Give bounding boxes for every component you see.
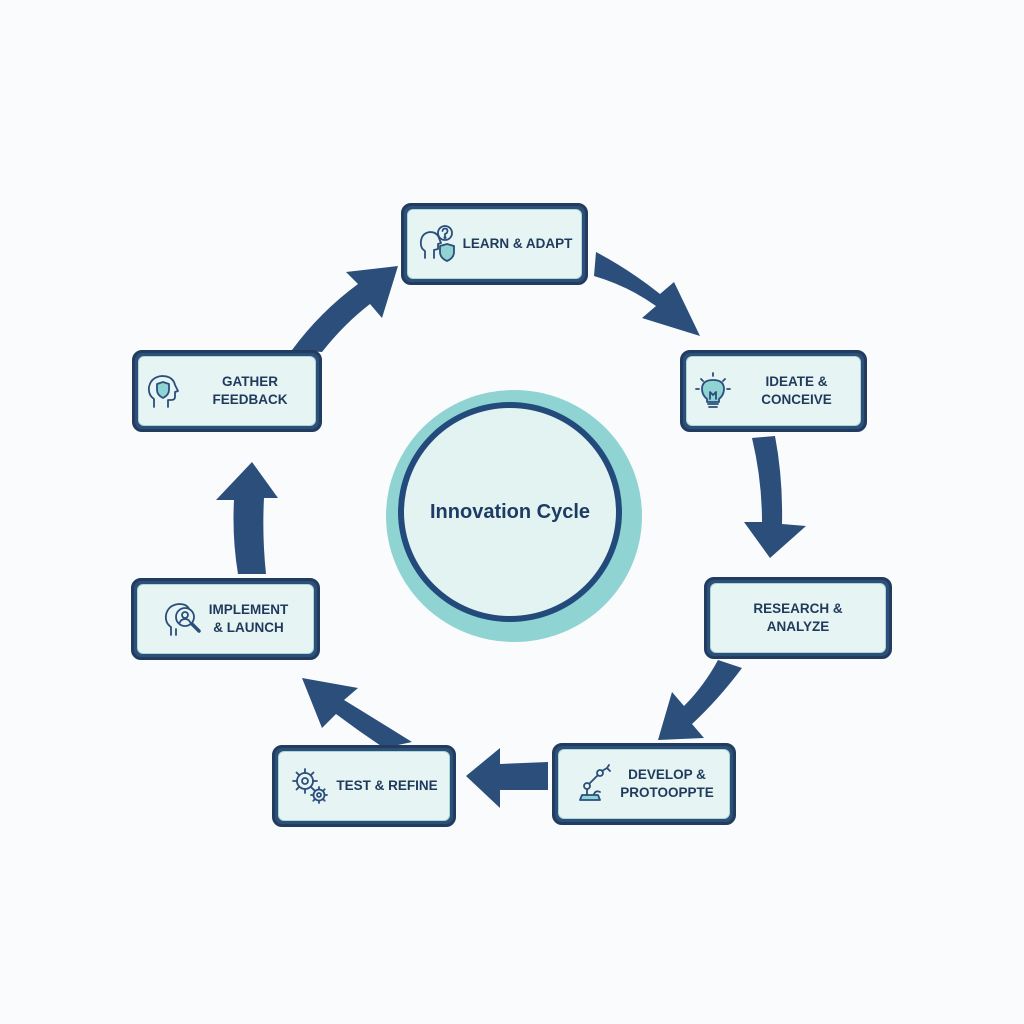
step-ideate-conceive: IDEATE & CONCEIVE xyxy=(680,350,867,432)
step-develop-prototype: DEVELOP & PROTOOPPTE xyxy=(552,743,736,825)
step-learn-adapt: LEARN & ADAPT xyxy=(401,203,588,285)
head-magnifier-icon xyxy=(163,599,203,639)
center-hub-inner: Innovation Cycle xyxy=(398,402,622,622)
arrow-research-to-develop xyxy=(658,660,742,740)
step-research-analyze: RESEARCH & ANALYZE xyxy=(704,577,892,659)
arrow-develop-to-test xyxy=(466,748,548,808)
arrow-implement-to-gather xyxy=(216,462,278,574)
arrow-test-to-implement xyxy=(302,678,412,748)
gears-icon xyxy=(290,766,330,806)
head-shield-icon xyxy=(145,371,185,411)
step-label: IMPLEMENT & LAUNCH xyxy=(208,602,289,635)
step-label: TEST & REFINE xyxy=(336,778,438,793)
robot-arm-icon xyxy=(574,764,614,804)
step-label: DEVELOP & PROTOOPPTE xyxy=(620,767,714,800)
head-question-shield-icon xyxy=(417,224,457,264)
step-label: LEARN & ADAPT xyxy=(462,236,573,251)
lightbulb-icon xyxy=(693,371,733,411)
arrow-learn-to-ideate xyxy=(594,252,700,336)
step-label: GATHER FEEDBACK xyxy=(212,374,288,407)
step-test-refine: TEST & REFINE xyxy=(272,745,456,827)
step-implement-launch: IMPLEMENT & LAUNCH xyxy=(131,578,320,660)
step-label: IDEATE & CONCEIVE xyxy=(761,374,832,407)
center-hub-label: Innovation Cycle xyxy=(429,500,591,523)
arrow-gather-to-learn xyxy=(292,266,398,352)
step-gather-feedback: GATHER FEEDBACK xyxy=(132,350,322,432)
arrow-ideate-to-research xyxy=(744,436,806,558)
step-label: RESEARCH & ANALYZE xyxy=(753,601,843,634)
center-hub: Innovation Cycle xyxy=(386,390,642,642)
